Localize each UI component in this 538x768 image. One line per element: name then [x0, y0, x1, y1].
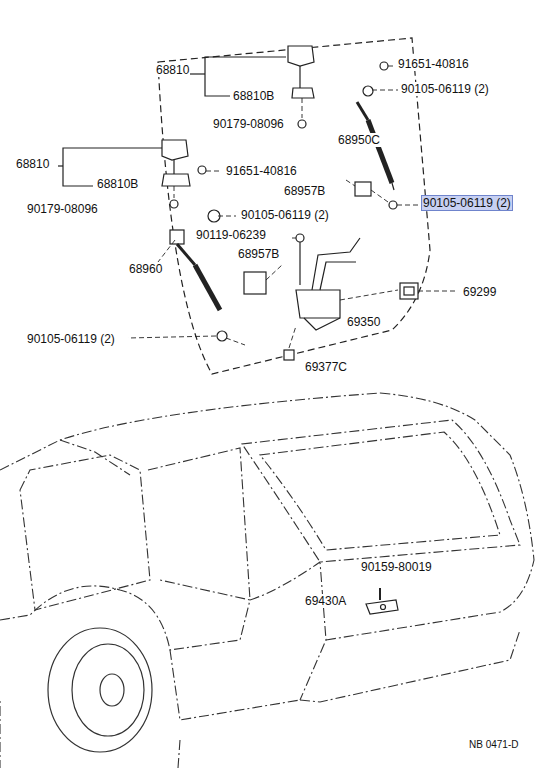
part-number: 90159-80019 [360, 560, 433, 574]
part-number: 68950C [337, 133, 381, 147]
part-number: 91651-40816 [225, 164, 298, 178]
part-number: 68957B [283, 184, 326, 198]
part-number: 69377C [304, 360, 348, 374]
part-number: 68810 [155, 63, 190, 77]
part-number: 68810B [232, 89, 275, 103]
part-number: 69299 [462, 285, 497, 299]
part-number: 91651-40816 [397, 57, 470, 71]
part-number: 68810 [15, 157, 50, 171]
part-number: 68810B [96, 177, 139, 191]
part-number: 90105-06119 (2) [422, 196, 512, 210]
part-number: 69430A [304, 594, 347, 608]
drawing-code: NB 0471-D [468, 738, 519, 752]
part-number: 90105-06119 (2) [240, 208, 330, 222]
part-number: 68960 [128, 262, 163, 276]
part-number: 90179-08096 [212, 117, 285, 131]
part-number: 68957B [237, 247, 280, 261]
part-number: 90119-06239 [195, 228, 267, 242]
part-number: 90179-08096 [26, 202, 99, 216]
door-outline [158, 38, 430, 374]
part-number: 90105-06119 (2) [26, 332, 116, 346]
part-number: 90105-06119 (2) [400, 82, 490, 96]
part-number: 69350 [346, 315, 381, 329]
